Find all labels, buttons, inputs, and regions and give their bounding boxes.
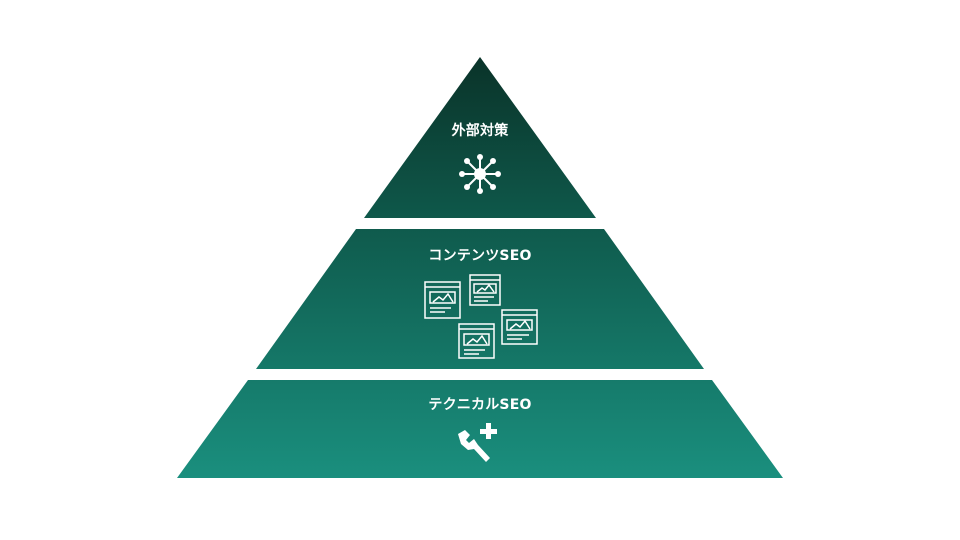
network-hub-icon	[459, 154, 501, 194]
tier-label-bottom: テクニカルSEO	[428, 397, 532, 413]
pyramid-tier-top	[364, 57, 596, 218]
tier-label-middle: コンテンツSEO	[428, 248, 532, 264]
pyramid-tier-middle	[256, 229, 704, 369]
tier-label-top: 外部対策	[451, 123, 509, 139]
web-pages-icon	[424, 274, 538, 359]
wrench-plus-icon	[458, 423, 497, 462]
